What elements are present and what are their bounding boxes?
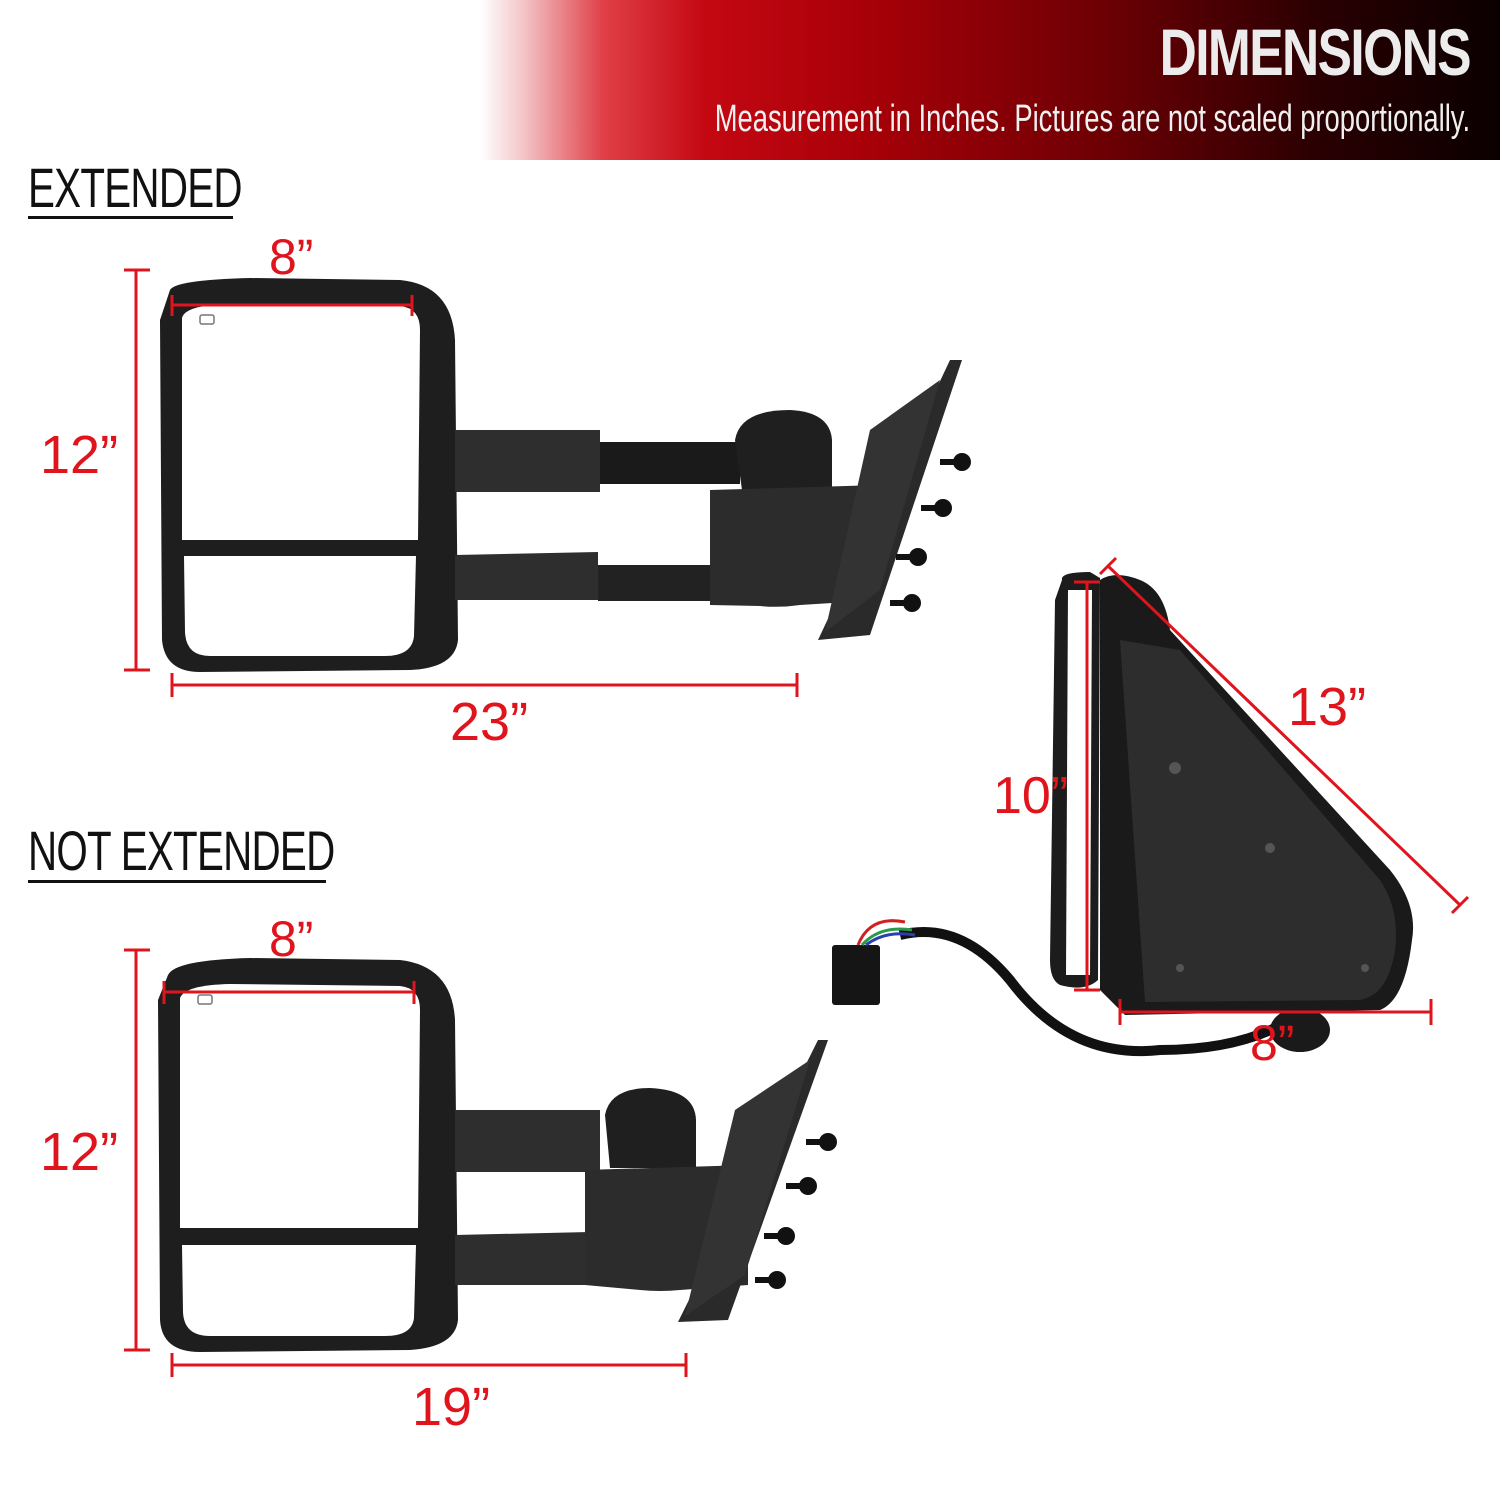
not-extended-width-label: 8”: [269, 911, 314, 967]
side-height-label: 10”: [993, 767, 1069, 825]
header-banner: DIMENSIONS Measurement in Inches. Pictur…: [480, 0, 1500, 160]
not-extended-mirror: [158, 958, 837, 1352]
extended-height-label: 12”: [40, 425, 119, 485]
side-diagonal-label: 13”: [1288, 677, 1367, 737]
extended-dimension-lines: [124, 268, 799, 697]
page-subtitle: Measurement in Inches. Pictures are not …: [714, 98, 1470, 140]
section-underline-extended: [28, 216, 233, 219]
section-underline-not-extended: [28, 880, 326, 883]
side-depth-label: 8”: [1250, 1015, 1295, 1071]
extended-length-label: 23”: [450, 692, 529, 752]
section-title-not-extended: NOT EXTENDED: [28, 819, 335, 882]
not-extended-dimension-lines: [124, 948, 688, 1377]
not-extended-length-label: 19”: [412, 1377, 491, 1437]
page-title: DIMENSIONS: [1159, 15, 1472, 89]
side-view-dimension-lines: [1074, 556, 1470, 1025]
not-extended-height-label: 12”: [40, 1122, 119, 1182]
extended-width-label: 8”: [269, 229, 314, 285]
section-title-extended: EXTENDED: [28, 156, 243, 219]
extended-mirror: [160, 278, 971, 672]
side-view-mirror: [832, 572, 1414, 1057]
